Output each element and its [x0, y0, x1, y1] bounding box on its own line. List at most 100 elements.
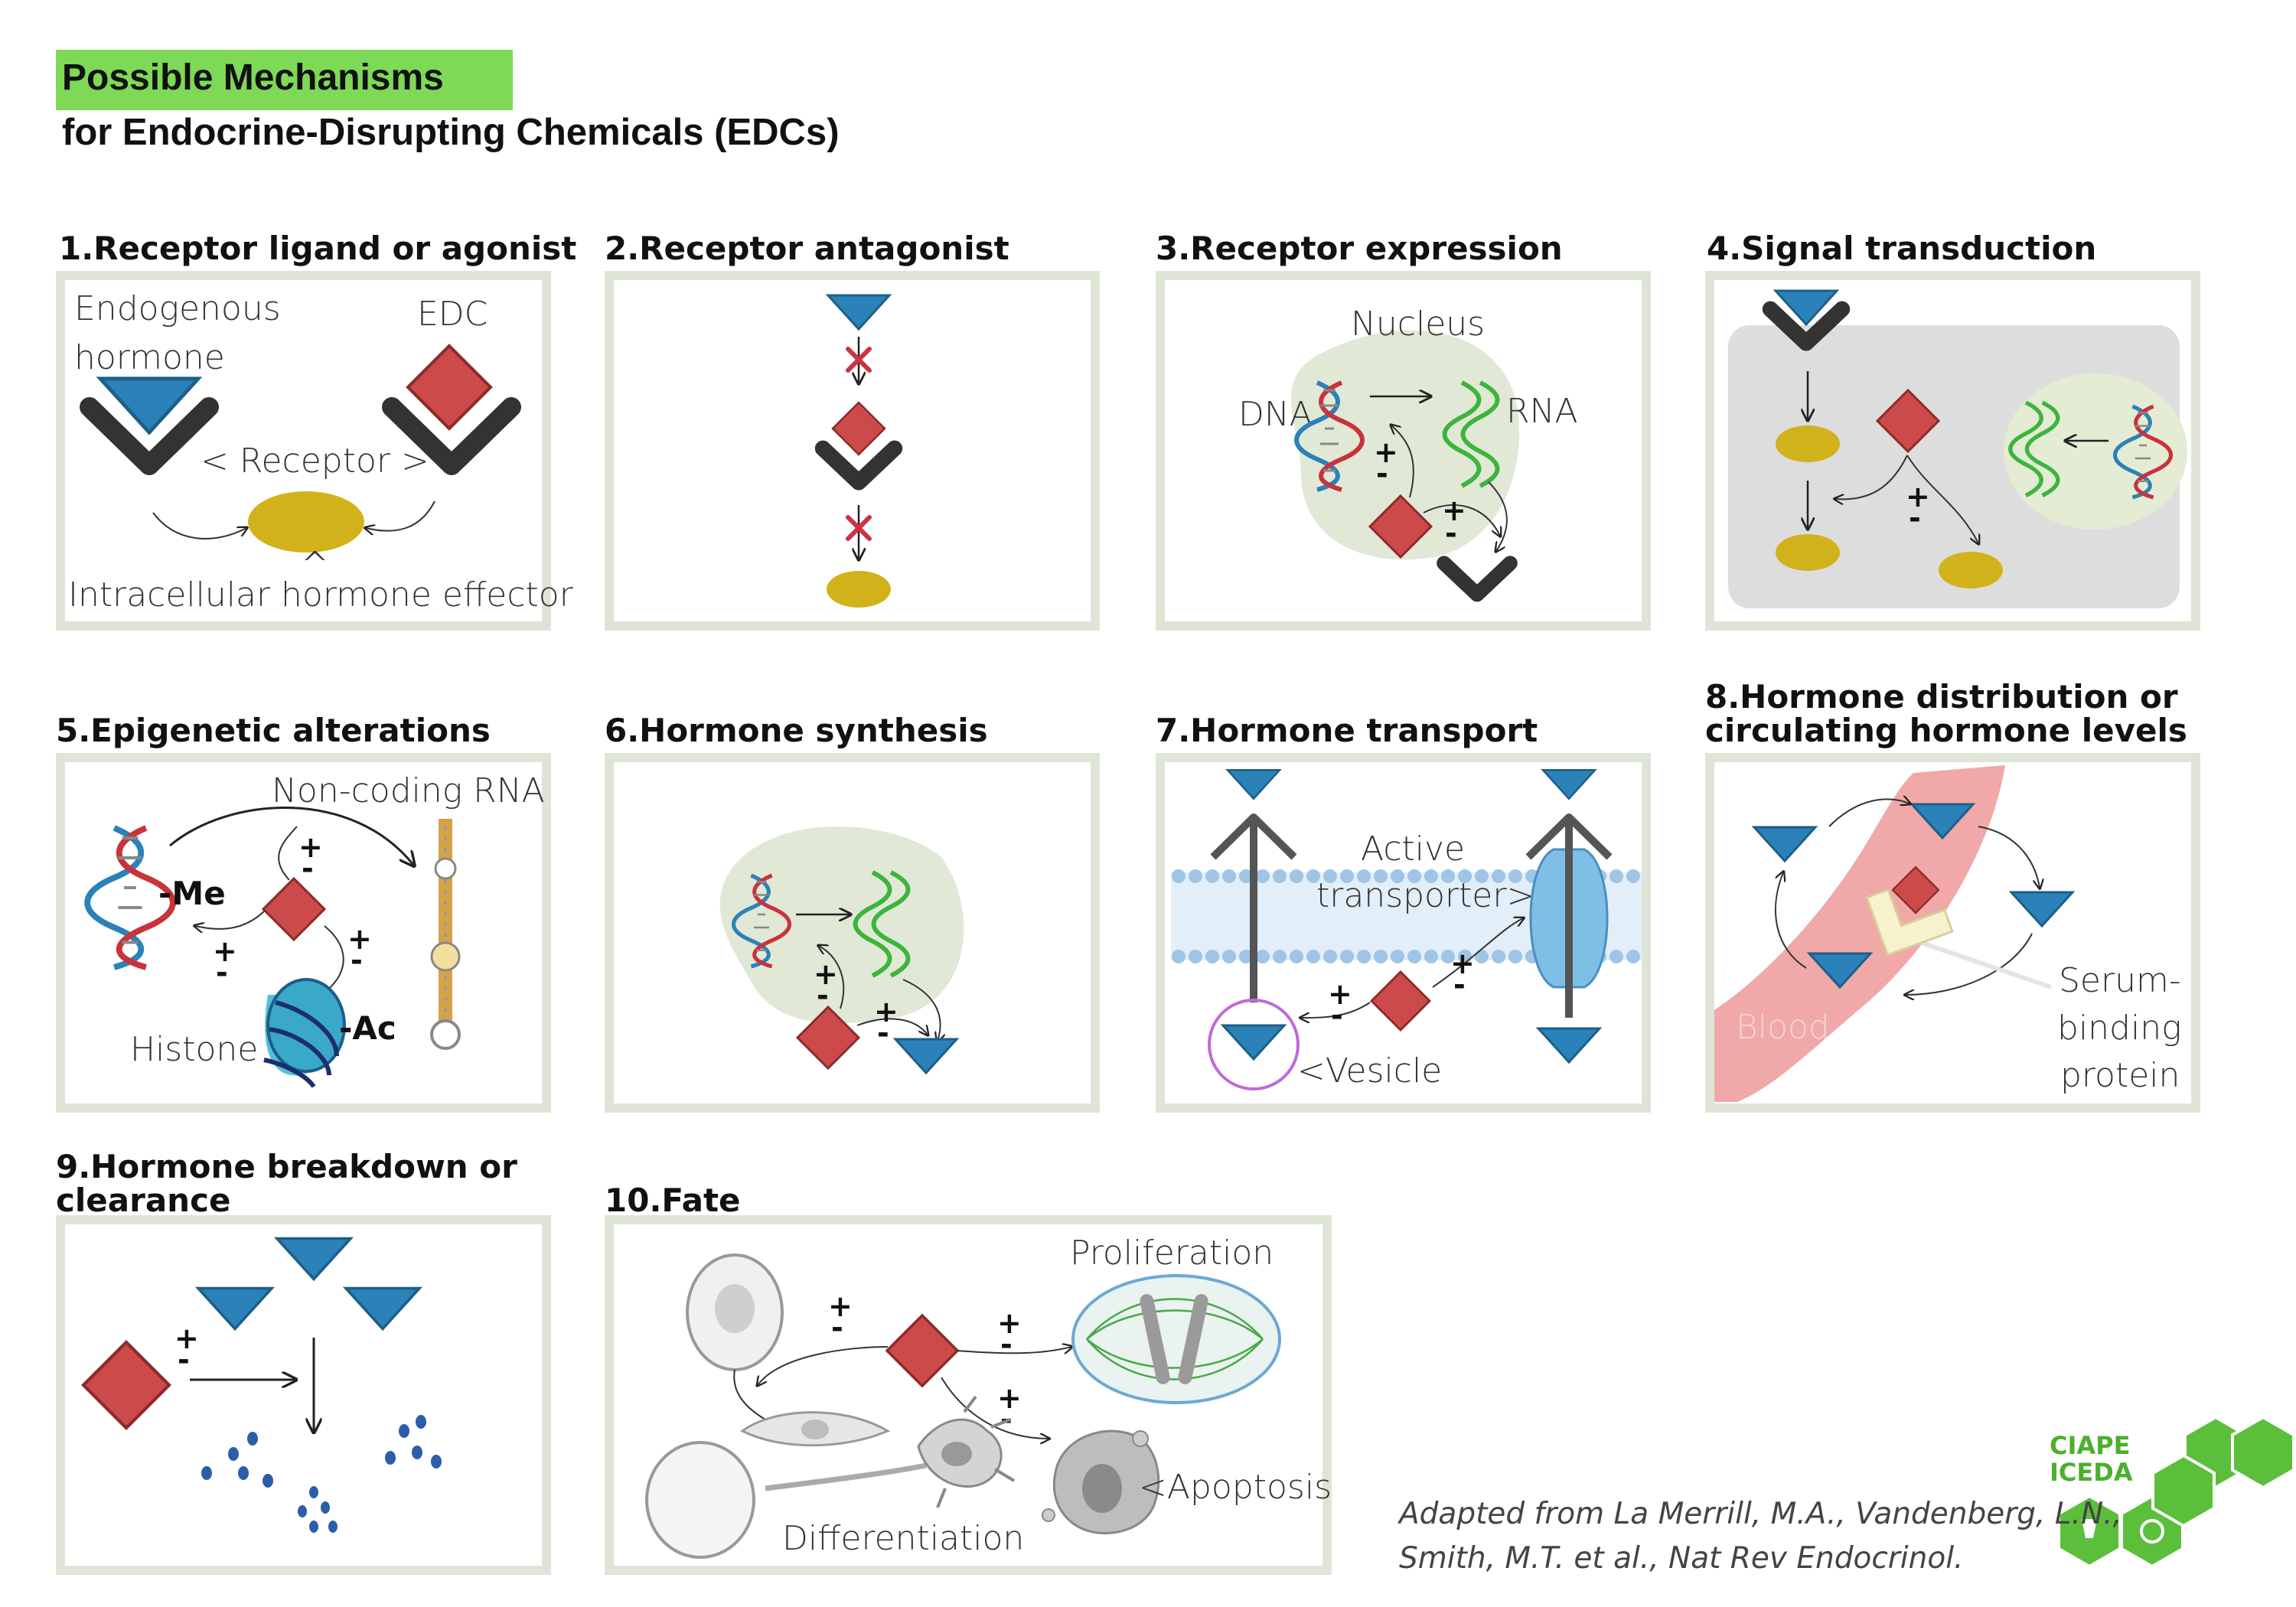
logo-text-ciape: CIAPE	[2050, 1431, 2130, 1460]
panel-title-hormone-transport: 7.Hormone transport	[1156, 712, 1538, 749]
panel8-content: Blood Serum- binding protein	[1714, 765, 2182, 1102]
title-highlight	[56, 50, 513, 110]
hormone-triangle-icon	[1541, 769, 1596, 800]
effector-ellipse	[1776, 534, 1840, 571]
minus-sign: -	[216, 956, 228, 989]
panel10-content: + - + - + - Proliferation	[645, 1234, 1332, 1559]
panel6-content: + - + -	[719, 826, 964, 1074]
edc-diamond-icon	[885, 1314, 959, 1387]
label-blood: Blood	[1736, 1008, 1830, 1047]
panel-title-epigenetic: 5.Epigenetic alterations	[56, 712, 491, 749]
attribution-credit: Adapted from La Merrill, M.A., Vandenber…	[1399, 1492, 2122, 1581]
plus-sign: +	[347, 922, 372, 956]
plus-sign: +	[1450, 947, 1475, 980]
plus-sign: +	[1442, 494, 1466, 527]
edc-diamond-icon	[83, 1342, 169, 1428]
edc-diamond-icon	[262, 877, 326, 941]
label-histone: Histone	[130, 1030, 258, 1069]
label-active: Active	[1361, 830, 1465, 869]
plus-sign: +	[874, 995, 899, 1028]
label-proliferation: Proliferation	[1070, 1234, 1274, 1273]
panel-title-receptor-ligand: 1.Receptor ligand or agonist	[59, 230, 577, 267]
panel3-content: Nucleus DNA RNA + - + -	[1238, 305, 1578, 595]
hormone-triangle-icon	[894, 1038, 958, 1074]
hormone-triangle-icon	[1537, 1027, 1601, 1064]
label-vesicle: <Vesicle	[1297, 1051, 1442, 1090]
hormone-triangle-icon	[2010, 891, 2074, 927]
label-endogenous: Endogenous	[74, 289, 281, 328]
label-edc: EDC	[417, 295, 488, 334]
minus-sign: -	[351, 944, 363, 977]
minus-sign: -	[817, 979, 829, 1012]
page-subtitle: for Endocrine-Disrupting Chemicals (EDCs…	[62, 112, 840, 153]
breakdown-particles	[201, 1415, 442, 1533]
hormone-triangle-icon	[344, 1286, 421, 1331]
label-acetyl: -Ac	[339, 1009, 396, 1047]
panel-title-hormone-breakdown-2: clearance	[56, 1182, 231, 1219]
panel4-content: + -	[1728, 289, 2187, 608]
panel-title-receptor-expression: 3.Receptor expression	[1156, 230, 1563, 267]
panel-title-hormone-distribution-2: circulating hormone levels	[1705, 712, 2187, 749]
minus-sign: -	[1453, 968, 1466, 1002]
apoptosis-cell-icon	[1042, 1429, 1160, 1535]
edc-diamond-icon	[1370, 970, 1431, 1032]
label-serum: Serum-	[2059, 961, 2181, 1000]
label-apoptosis: <Apoptosis	[1139, 1468, 1332, 1507]
panel7-content: Active transporter> + - + - <Vesicle	[1171, 769, 1642, 1090]
panel-receptor-antagonist	[605, 271, 1100, 631]
panel-title-receptor-antagonist: 2.Receptor antagonist	[605, 230, 1009, 267]
vesicle-icon	[1208, 999, 1300, 1090]
plus-sign: +	[828, 1289, 853, 1323]
nucleus-shape	[1290, 330, 1519, 560]
minus-sign: -	[1909, 501, 1921, 535]
minus-sign: -	[831, 1311, 843, 1345]
label-rna: RNA	[1506, 392, 1578, 431]
minus-sign: -	[302, 852, 314, 885]
label-dna: DNA	[1238, 395, 1313, 434]
label-effector: Intracellular hormone effector	[68, 575, 574, 614]
plus-sign: +	[1374, 435, 1398, 469]
edc-diamond-icon	[831, 401, 886, 456]
ciape-iceda-logo: CIAPE ICEDA	[2050, 1415, 2295, 1569]
nucleus-shape	[719, 826, 964, 1024]
plus-sign: +	[997, 1306, 1022, 1340]
plus-sign: +	[174, 1322, 199, 1355]
receptor-icon	[1444, 563, 1510, 595]
plus-sign: +	[298, 830, 323, 864]
plus-sign: +	[814, 957, 838, 991]
effector-ellipse	[1939, 552, 2003, 588]
stem-cell-icon	[686, 1253, 784, 1371]
hormone-triangle-icon	[276, 1237, 352, 1281]
label-receptor: < Receptor >	[201, 442, 429, 481]
credit-line-1: Adapted from La Merrill, M.A., Vandenber…	[1399, 1497, 2122, 1531]
edc-diamond-icon	[408, 346, 491, 429]
label-methyl: -Me	[158, 875, 226, 912]
label-nucleus: Nucleus	[1351, 305, 1485, 344]
effector-ellipse	[827, 571, 891, 608]
minus-sign: -	[1376, 457, 1388, 491]
plus-sign: +	[1906, 480, 1930, 513]
effector-ellipse	[1776, 425, 1840, 462]
hormone-triangle-icon	[1226, 769, 1281, 800]
hormone-triangle-icon	[1753, 826, 1817, 862]
mitosis-cell-icon	[1071, 1274, 1281, 1404]
differentiation-cells-icon	[645, 1395, 1016, 1559]
label-caret: ^	[301, 545, 329, 584]
label-protein: protein	[2060, 1056, 2180, 1095]
label-transporter: transporter>	[1316, 876, 1534, 915]
minus-sign: -	[1000, 1328, 1013, 1361]
panel-title-signal-transduction: 4.Signal transduction	[1707, 230, 2097, 267]
panel9-content: + -	[83, 1237, 442, 1533]
effector-ellipse	[248, 491, 364, 553]
minus-sign: -	[1445, 517, 1457, 550]
label-noncoding-rna: Non-coding RNA	[272, 771, 545, 810]
panel-title-hormone-synthesis: 6.Hormone synthesis	[605, 712, 988, 749]
logo-text-iceda: ICEDA	[2050, 1458, 2133, 1487]
panel5-content: Non-coding RNA -Me + - + - + - -Ac Histo…	[87, 771, 545, 1088]
panel-title-hormone-breakdown: 9.Hormone breakdown or	[56, 1148, 517, 1185]
page-title: Possible Mechanisms	[62, 57, 444, 98]
panel-title-hormone-distribution: 8.Hormone distribution or	[1705, 678, 2178, 715]
hormone-triangle-icon	[1221, 1024, 1286, 1061]
panel-title-fate: 10.Fate	[605, 1182, 741, 1219]
